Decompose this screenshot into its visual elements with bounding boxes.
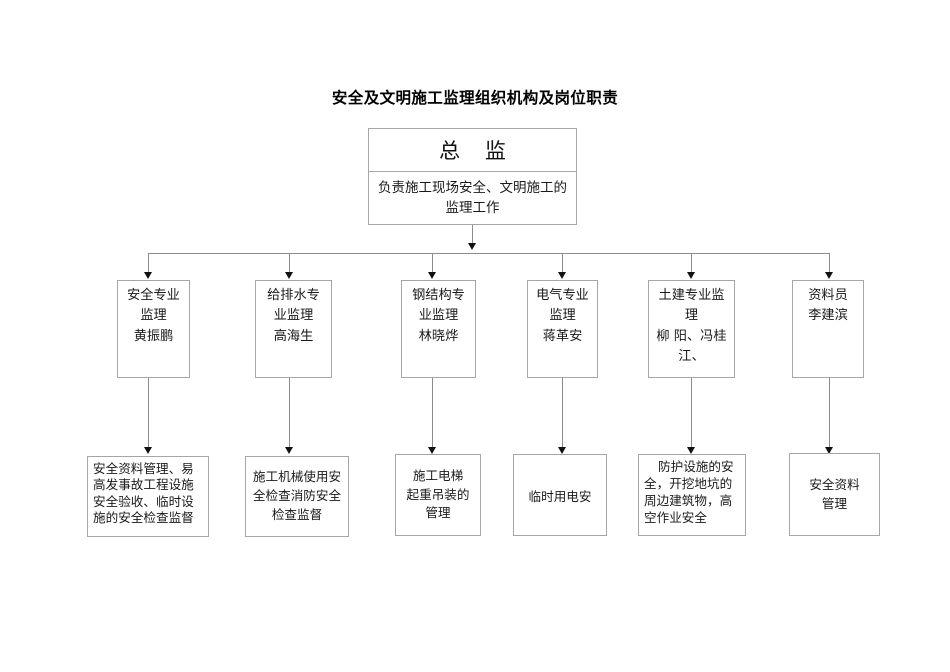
connector-bus-horizontal — [148, 253, 829, 254]
duty-electrical-label: 临时用电安 — [528, 489, 592, 504]
arrow-bus-to-role-safety — [144, 272, 152, 279]
connector-bus-to-role-electrical — [562, 253, 563, 274]
duty-steel-label: 施工电梯 起重吊装的 管理 — [406, 467, 470, 521]
connector-role-to-duty-safety — [148, 378, 149, 449]
connector-bus-to-role-archivist — [829, 253, 830, 274]
director-duty-label: 负责施工现场安全、文明施工的监理工作 — [378, 179, 567, 216]
arrow-bus-to-role-steel — [428, 272, 436, 279]
arrow-role-to-duty-civil — [687, 447, 695, 454]
arrow-role-to-duty-steel — [428, 447, 436, 454]
duty-archivist-label: 安全资料 管理 — [809, 476, 860, 511]
arrow-role-to-duty-archivist — [825, 447, 833, 454]
role-archivist-label: 资料员 李建滨 — [808, 288, 848, 324]
connector-bus-to-role-water-supply — [289, 253, 290, 274]
node-duty-electrical[interactable]: 临时用电安 — [513, 454, 607, 536]
arrow-role-to-duty-electrical — [558, 447, 566, 454]
node-role-electrical[interactable]: 电气专业 监理 蒋革安 — [527, 280, 598, 378]
role-civil-label: 土建专业监 理 柳 阳、冯桂 江、 — [656, 288, 727, 365]
node-role-safety[interactable]: 安全专业 监理 黄振鹏 — [117, 280, 190, 378]
role-safety-label: 安全专业 监理 黄振鹏 — [127, 288, 180, 344]
arrow-bus-to-role-civil — [687, 272, 695, 279]
node-duty-safety[interactable]: 安全资料管理、易高发事故工程设施安全验收、临时设施的安全检查监督 — [87, 456, 209, 537]
node-duty-archivist[interactable]: 安全资料 管理 — [789, 453, 880, 536]
arrow-bus-to-role-electrical — [558, 272, 566, 279]
node-role-steel[interactable]: 钢结构专 业监理 林晓烨 — [401, 280, 476, 378]
node-role-civil[interactable]: 土建专业监 理 柳 阳、冯桂 江、 — [648, 280, 735, 378]
page-title: 安全及文明施工监理组织机构及岗位职责 — [331, 89, 619, 107]
arrow-bus-to-role-water-supply — [285, 272, 293, 279]
duty-water-supply-label: 施工机械使用安全检查消防安全检查监督 — [252, 469, 342, 522]
connector-bus-to-role-safety — [148, 253, 149, 274]
node-role-archivist[interactable]: 资料员 李建滨 — [792, 280, 864, 378]
arrow-role-to-duty-water-supply — [285, 447, 293, 454]
arrow-role-to-duty-safety — [144, 447, 152, 454]
node-duty-civil[interactable]: 防护设施的安全，开挖地坑的周边建筑物，高空作业安全 — [638, 454, 746, 536]
arrow-director-to-bus — [468, 243, 476, 250]
arrow-bus-to-role-archivist — [825, 272, 833, 279]
director-role-label: 总 监 — [369, 129, 576, 172]
role-steel-label: 钢结构专 业监理 林晓烨 — [412, 288, 465, 344]
role-water-supply-label: 给排水专 业监理 高海生 — [267, 288, 320, 344]
node-duty-steel[interactable]: 施工电梯 起重吊装的 管理 — [395, 454, 481, 536]
connector-role-to-duty-civil — [691, 378, 692, 449]
connector-role-to-duty-archivist — [829, 378, 830, 449]
duty-safety-label: 安全资料管理、易高发事故工程设施安全验收、临时设施的安全检查监督 — [93, 461, 194, 526]
role-electrical-label: 电气专业 监理 蒋革安 — [536, 288, 589, 344]
connector-director-to-bus — [472, 225, 473, 247]
connector-bus-to-role-civil — [691, 253, 692, 274]
connector-role-to-duty-water-supply — [289, 378, 290, 449]
node-duty-water-supply[interactable]: 施工机械使用安全检查消防安全检查监督 — [245, 456, 349, 537]
connector-bus-to-role-steel — [432, 253, 433, 274]
node-director[interactable]: 总 监 负责施工现场安全、文明施工的监理工作 — [368, 128, 577, 225]
connector-role-to-duty-electrical — [562, 378, 563, 449]
node-role-water-supply[interactable]: 给排水专 业监理 高海生 — [255, 280, 332, 378]
connector-role-to-duty-steel — [432, 378, 433, 449]
duty-civil-label: 防护设施的安全，开挖地坑的周边建筑物，高空作业安全 — [644, 459, 734, 525]
